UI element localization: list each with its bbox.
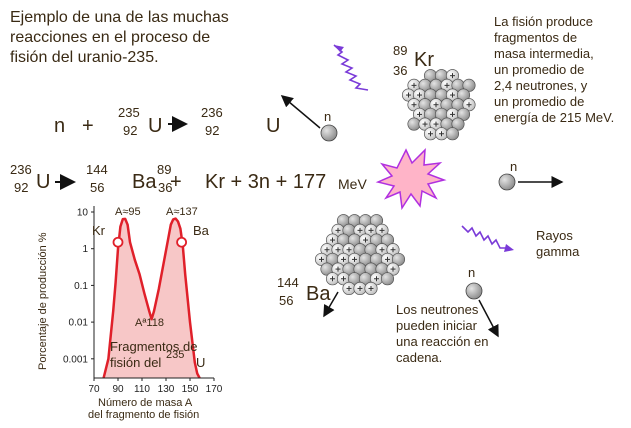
kr-frag-z: 36 (393, 63, 408, 78)
eq2-u-z: 92 (14, 180, 29, 195)
compound-u-symbol: U (266, 115, 281, 137)
x-tick-label: 70 (88, 384, 100, 395)
fission-info-line: un promedio de (494, 94, 585, 109)
kr-frag-symbol: Kr (414, 49, 434, 71)
y-tick-label: 0.001 (63, 354, 88, 365)
eq2-unit: MeV (338, 176, 367, 192)
y-tick-label: 0.01 (69, 318, 89, 329)
fission-info-line: energía de 215 MeV. (494, 110, 615, 125)
eq1-u236-mass: 236 (201, 105, 223, 120)
ba-frag-z: 56 (279, 293, 294, 308)
x-tick-label: 170 (206, 384, 223, 395)
eq1-neutron: n (54, 115, 66, 137)
x-tick-label: 150 (182, 384, 199, 395)
chart-frag-line-1: Fragmentos de (110, 339, 198, 354)
eq2-products: Kr + 3n + 177 (205, 171, 327, 193)
intro-text: Ejemplo de una de las muchas reacciones … (10, 8, 260, 68)
ba-frag-symbol: Ba (306, 283, 331, 305)
eq1-u-symbol: U (148, 115, 163, 137)
chart-peak2-label: A≈137 (166, 206, 198, 218)
yield-area (103, 218, 200, 378)
intro-line-1: Ejemplo de una de las muchas (10, 9, 229, 26)
x-tick-label: 110 (134, 384, 150, 395)
fission-info-line: un promedio de (494, 62, 585, 77)
y-tick-label: 1 (82, 244, 88, 255)
chart-kr-label: Kr (92, 223, 105, 238)
kr-nucleus (401, 69, 476, 141)
eq1-u236-z: 92 (205, 123, 220, 138)
neutron-bottom (465, 282, 499, 338)
y-tick-label: 0.1 (74, 281, 88, 292)
neutron (445, 127, 460, 141)
neutron-bottom-label: n (468, 265, 476, 280)
gamma-ray-top (333, 44, 369, 91)
chart-valley-label: Aª118 (135, 317, 164, 329)
chain-line: pueden iniciar (396, 318, 477, 333)
fission-info-line: masa intermedia, (494, 46, 594, 61)
kr-frag-mass: 89 (393, 43, 408, 58)
gamma-ray-bottom (461, 225, 514, 252)
eq2-kr-z: 36 (158, 180, 173, 195)
fission-info-text: La fisión produce fragmentos de masa int… (494, 14, 614, 126)
eq1-plus: + (82, 115, 94, 137)
eq2-ba-mass: 144 (86, 162, 108, 177)
eq2-kr-mass: 89 (157, 162, 172, 177)
ba-frag-mass: 144 (277, 275, 299, 290)
chart-frag-mass: 235 (166, 349, 185, 361)
y-tick-label: 10 (77, 208, 89, 219)
gamma-label: Rayos gamma (536, 228, 579, 260)
neutron-top-label: n (324, 109, 332, 124)
intro-line-3: fisión del uranio-235. (10, 49, 159, 66)
chain-line: cadena. (396, 350, 443, 365)
neutron (407, 117, 421, 131)
eq1-u-z: 92 (123, 123, 138, 138)
chain-line: Los neutrones (396, 302, 479, 317)
yield-chart: 10 1 0.1 0.01 0.001 70 90 110 130 150 170 (63, 206, 223, 395)
gamma-label-line: gamma (536, 244, 580, 259)
eq1-u-mass: 235 (118, 105, 140, 120)
chart-frag-symbol: U (196, 355, 206, 370)
peak-marker (176, 236, 188, 248)
eq2-u-symbol: U (36, 171, 51, 193)
chart-frag-line-2: fisión del (110, 355, 162, 370)
yield-curve (102, 217, 201, 379)
x-tick-label: 90 (112, 384, 124, 395)
fission-info-line: La fisión produce (494, 14, 594, 29)
neutron-right (498, 173, 564, 191)
neutron (380, 272, 395, 286)
fission-flash (375, 148, 447, 211)
fission-info-line: 2,4 neutrones, y (494, 78, 588, 93)
intro-line-2: reacciones en el proceso de (10, 29, 211, 46)
chart-peak1-label: A≈95 (115, 206, 141, 218)
fission-info-line: fragmentos de (494, 30, 578, 45)
chain-reaction-text: Los neutrones pueden iniciar una reacció… (396, 302, 489, 366)
neutron-top (280, 95, 338, 142)
ba-nucleus (314, 214, 406, 295)
neutron-right-label: n (510, 159, 518, 174)
chain-line: una reacción en (396, 334, 489, 349)
eq2-ba-symbol: Ba (132, 171, 157, 193)
eq2-ba-z: 56 (90, 180, 105, 195)
eq2-u-mass: 236 (10, 162, 32, 177)
ba-recoil-arrow (323, 291, 339, 318)
chart-ba-label: Ba (193, 223, 209, 238)
peak-marker (112, 236, 124, 248)
gamma-label-line: Rayos (536, 228, 573, 243)
x-tick-label: 130 (158, 384, 175, 395)
eq2-plus: + (170, 171, 182, 193)
chart-x-axis-label-1: Número de masa A (98, 397, 193, 409)
chart-y-axis-label: Porcentaje de producción % (37, 232, 49, 370)
chart-x-axis-label-2: del fragmento de fisión (88, 409, 200, 421)
